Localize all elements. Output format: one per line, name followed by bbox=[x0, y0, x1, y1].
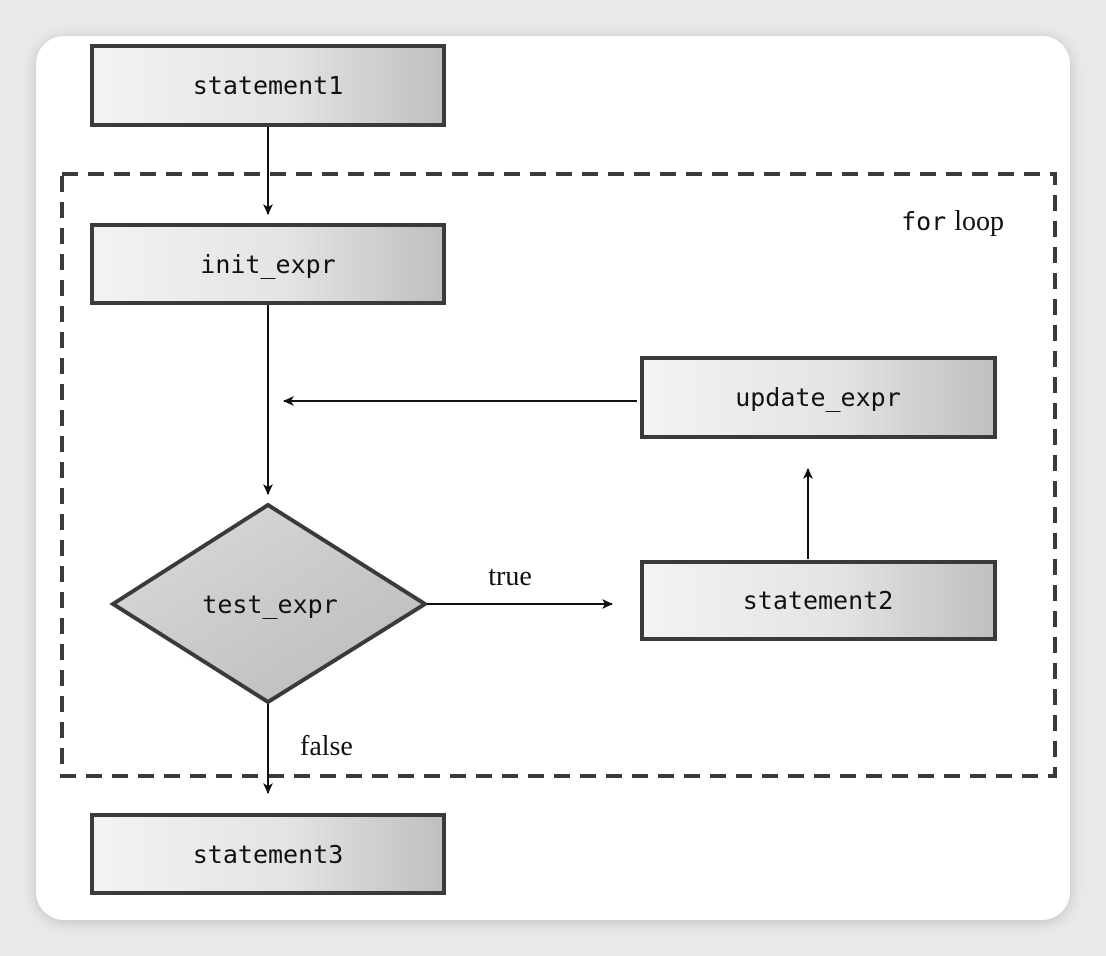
statement1-label: statement1 bbox=[193, 71, 344, 100]
statement2-label: statement2 bbox=[743, 586, 894, 615]
update-expr-label: update_expr bbox=[735, 383, 901, 412]
for-loop-frame bbox=[60, 172, 1057, 778]
update-expr-node: update_expr bbox=[640, 356, 997, 439]
init-expr-node: init_expr bbox=[90, 223, 446, 305]
test-expr-label: test_expr bbox=[202, 590, 337, 619]
diagram-card bbox=[36, 36, 1070, 920]
for-keyword: for bbox=[901, 207, 946, 236]
loop-word: loop bbox=[954, 206, 1004, 237]
test-expr-decision-node: test_expr bbox=[109, 502, 429, 705]
false-label: false bbox=[300, 731, 353, 762]
statement2-node: statement2 bbox=[640, 560, 997, 641]
statement1-node: statement1 bbox=[90, 44, 446, 127]
statement3-node: statement3 bbox=[90, 813, 446, 895]
init-expr-label: init_expr bbox=[200, 250, 335, 279]
statement3-label: statement3 bbox=[193, 840, 344, 869]
true-label: true bbox=[488, 561, 532, 592]
